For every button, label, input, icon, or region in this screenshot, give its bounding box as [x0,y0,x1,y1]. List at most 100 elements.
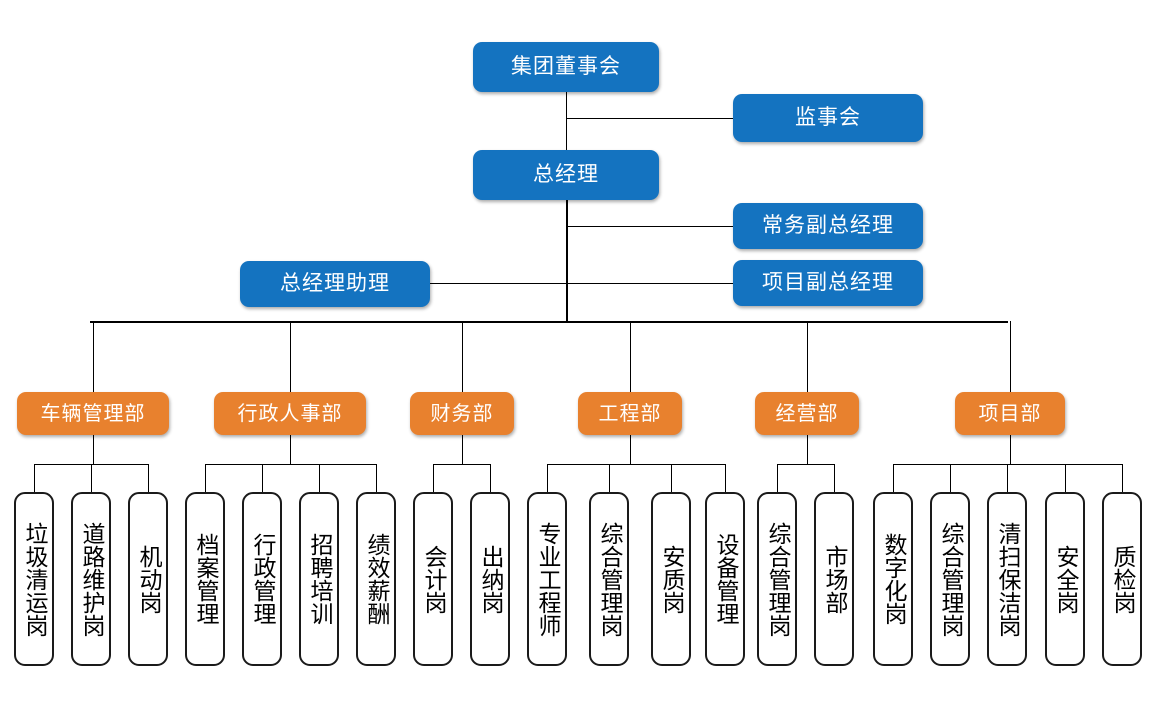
node-position-admin-hr-0[interactable]: 档案管理 [185,492,225,666]
node-position-admin-hr-2[interactable]: 招聘培训 [299,492,339,666]
connector-operations-to-leaf-1 [834,464,835,492]
connector-engineering-stem [630,435,631,464]
node-department-finance[interactable]: 财务部 [410,392,514,435]
connector-project-to-leaf-4 [1122,464,1123,492]
connector-finance-stem [462,435,463,464]
node-position-admin-hr-0-label: 档案管理 [192,533,219,625]
connector-department-bus [90,321,1008,323]
node-position-project-2-label: 清扫保洁岗 [994,521,1021,637]
connector-project-to-leaf-0 [893,464,894,492]
connector-finance-to-leaf-0 [433,464,434,492]
node-position-project-0-label: 数字化岗 [880,533,907,625]
node-position-engineering-2[interactable]: 安质岗 [651,492,691,666]
node-position-project-4[interactable]: 质检岗 [1102,492,1142,666]
node-supervisory-board-label: 监事会 [795,106,861,130]
connector-gm-to-exec-vp [566,226,733,227]
node-group-board-label: 集团董事会 [511,55,621,79]
node-general-manager-label: 总经理 [533,163,599,187]
connector-project-stem [1010,435,1011,464]
node-project-vice-president-label: 项目副总经理 [762,271,894,295]
connector-vehicle-management-stem [93,435,94,464]
node-position-vehicle-management-0[interactable]: 垃圾清运岗 [14,492,54,666]
node-position-engineering-3[interactable]: 设备管理 [705,492,745,666]
node-executive-vice-president[interactable]: 常务副总经理 [733,203,923,249]
node-group-board[interactable]: 集团董事会 [473,42,659,92]
connector-project-to-leaf-2 [1007,464,1008,492]
node-position-vehicle-management-2[interactable]: 机动岗 [128,492,168,666]
node-position-project-1-label: 综合管理岗 [937,521,964,637]
node-department-operations-label: 经营部 [775,402,839,425]
node-position-admin-hr-3-label: 绩效薪酬 [363,533,390,625]
connector-finance-to-leaf-1 [490,464,491,492]
connector-engineering-to-leaf-2 [671,464,672,492]
connector-bus-to-operations [807,321,808,392]
node-position-vehicle-management-1[interactable]: 道路维护岗 [71,492,111,666]
connector-admin-hr-to-leaf-0 [205,464,206,492]
node-department-finance-label: 财务部 [430,402,494,425]
node-department-operations[interactable]: 经营部 [755,392,859,435]
node-position-operations-0-label: 综合管理岗 [764,521,791,637]
connector-project-to-leaf-3 [1065,464,1066,492]
connector-bus-to-admin-hr [290,321,291,392]
node-department-vehicle-management[interactable]: 车辆管理部 [17,392,169,435]
connector-engineering-to-leaf-3 [725,464,726,492]
node-department-admin-hr-label: 行政人事部 [237,402,343,425]
connector-finance-sub-bus [433,464,490,465]
connector-engineering-to-leaf-1 [609,464,610,492]
node-position-vehicle-management-0-label: 垃圾清运岗 [21,521,48,637]
node-position-engineering-3-label: 设备管理 [712,533,739,625]
node-position-engineering-0-label: 专业工程师 [534,521,561,637]
connector-vehicle-management-to-leaf-1 [91,464,92,492]
node-position-project-4-label: 质检岗 [1109,544,1136,614]
node-position-finance-0[interactable]: 会计岗 [413,492,453,666]
node-position-project-1[interactable]: 综合管理岗 [930,492,970,666]
node-position-operations-1[interactable]: 市场部 [814,492,854,666]
connector-bus-to-project [1010,321,1011,392]
connector-gm-spine [566,200,568,321]
connector-operations-stem [807,435,808,464]
connector-vehicle-management-to-leaf-2 [148,464,149,492]
node-position-admin-hr-3[interactable]: 绩效薪酬 [356,492,396,666]
connector-board-to-gm [566,92,567,150]
node-general-manager[interactable]: 总经理 [473,150,659,200]
node-position-admin-hr-2-label: 招聘培训 [306,533,333,625]
node-position-operations-0[interactable]: 综合管理岗 [757,492,797,666]
node-gm-assistant[interactable]: 总经理助理 [240,261,430,307]
node-position-operations-1-label: 市场部 [821,544,848,614]
node-position-engineering-2-label: 安质岗 [658,544,685,614]
connector-board-to-supervisory [566,118,733,119]
node-department-vehicle-management-label: 车辆管理部 [40,402,146,425]
node-position-project-3-label: 安全岗 [1052,544,1079,614]
connector-admin-hr-to-leaf-1 [262,464,263,492]
node-department-engineering-label: 工程部 [598,402,662,425]
node-position-admin-hr-1[interactable]: 行政管理 [242,492,282,666]
node-position-finance-1-label: 出纳岗 [477,544,504,614]
node-position-project-3[interactable]: 安全岗 [1045,492,1085,666]
node-position-finance-1[interactable]: 出纳岗 [470,492,510,666]
connector-admin-hr-sub-bus [205,464,376,465]
node-department-admin-hr[interactable]: 行政人事部 [214,392,366,435]
node-position-admin-hr-1-label: 行政管理 [249,533,276,625]
node-department-engineering[interactable]: 工程部 [578,392,682,435]
node-position-project-2[interactable]: 清扫保洁岗 [987,492,1027,666]
node-department-project-label: 项目部 [978,402,1042,425]
node-position-engineering-1-label: 综合管理岗 [596,521,623,637]
connector-admin-hr-to-leaf-2 [319,464,320,492]
connector-vehicle-management-to-leaf-0 [34,464,35,492]
connector-operations-sub-bus [777,464,834,465]
node-department-project[interactable]: 项目部 [955,392,1065,435]
node-supervisory-board[interactable]: 监事会 [733,94,923,142]
connector-admin-hr-to-leaf-3 [376,464,377,492]
node-position-engineering-1[interactable]: 综合管理岗 [589,492,629,666]
node-project-vice-president[interactable]: 项目副总经理 [733,260,923,306]
connector-bus-to-vehicle-management [93,321,94,392]
connector-bus-to-engineering [630,321,631,392]
connector-engineering-sub-bus [547,464,725,465]
connector-engineering-to-leaf-0 [547,464,548,492]
connector-gm-to-project-vp [430,283,733,284]
connector-admin-hr-stem [290,435,291,464]
node-position-engineering-0[interactable]: 专业工程师 [527,492,567,666]
connector-bus-to-finance [462,321,463,392]
node-position-project-0[interactable]: 数字化岗 [873,492,913,666]
